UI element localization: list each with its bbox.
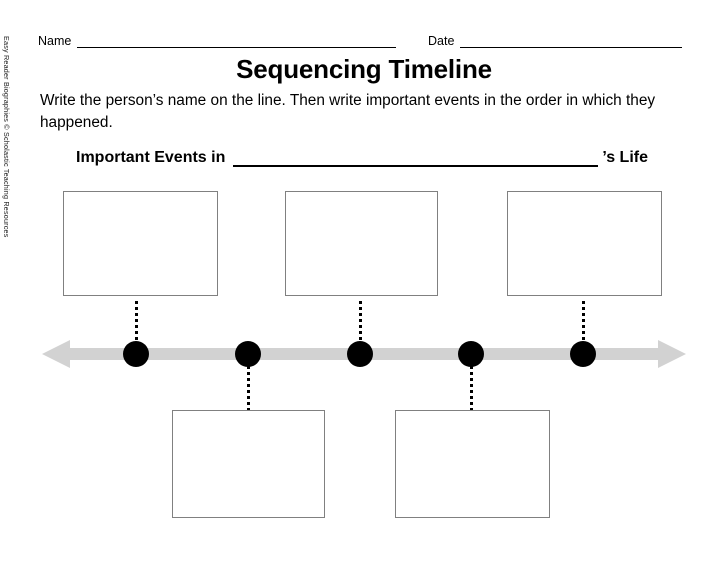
name-field[interactable]: Name	[38, 28, 396, 48]
date-field[interactable]: Date	[428, 28, 682, 48]
events-heading-prefix: Important Events in	[76, 149, 226, 166]
event-box-top-3[interactable]	[507, 191, 666, 300]
connector-top-1	[135, 301, 138, 342]
connector-bottom-1	[247, 366, 250, 410]
timeline-dot-3[interactable]	[347, 341, 373, 367]
name-label: Name	[38, 34, 72, 48]
timeline	[0, 336, 728, 374]
timeline-dot-2[interactable]	[235, 341, 261, 367]
person-name-write-line[interactable]	[233, 152, 599, 167]
event-box-top-1[interactable]	[63, 191, 222, 300]
page-title: Sequencing Timeline	[236, 54, 492, 84]
date-write-line[interactable]	[460, 36, 682, 48]
connector-top-3	[582, 301, 585, 342]
event-box-bottom-2[interactable]	[395, 410, 554, 522]
events-heading-suffix: ’s Life	[602, 149, 648, 166]
timeline-dot-5[interactable]	[570, 341, 596, 367]
event-box-bottom-1[interactable]	[172, 410, 329, 522]
timeline-dot-1[interactable]	[123, 341, 149, 367]
instructions-text: Write the person’s name on the line. The…	[40, 92, 656, 131]
name-write-line[interactable]	[77, 36, 396, 48]
event-box-top-2[interactable]	[285, 191, 442, 300]
connector-bottom-2	[470, 366, 473, 410]
connector-top-2	[359, 301, 362, 342]
important-events-heading: Important Events in ’s Life	[76, 145, 648, 167]
date-label: Date	[428, 34, 455, 48]
timeline-dot-4[interactable]	[458, 341, 484, 367]
